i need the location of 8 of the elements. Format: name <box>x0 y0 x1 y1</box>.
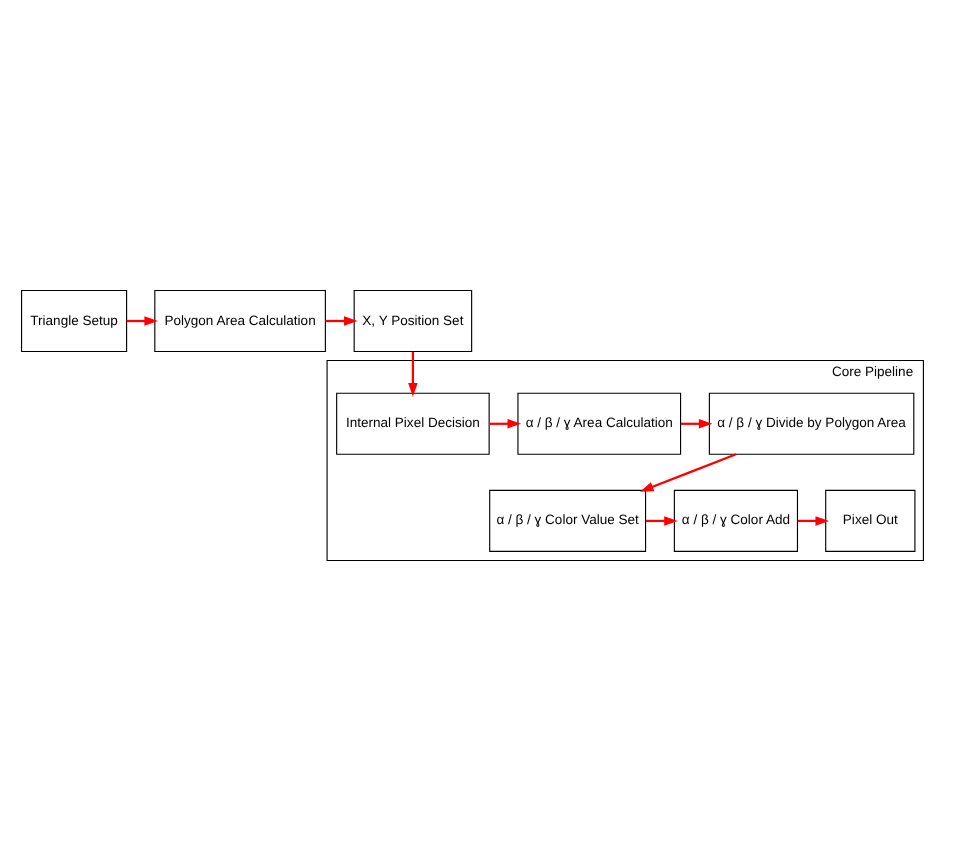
arrow <box>325 316 358 326</box>
arrow <box>640 453 737 492</box>
arrow <box>797 516 830 526</box>
arrow <box>645 516 678 526</box>
arrow <box>680 419 713 429</box>
arrow <box>408 351 418 397</box>
arrow <box>489 419 522 429</box>
arrow <box>126 316 158 326</box>
